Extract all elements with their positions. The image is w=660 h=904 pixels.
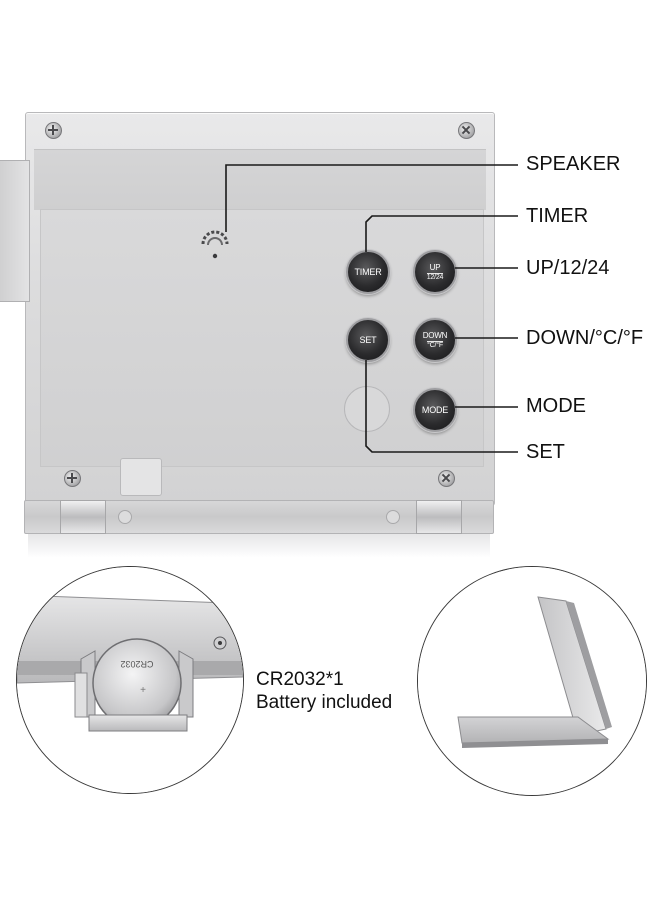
timer-button-label: TIMER [354,266,382,277]
down-button-sublabel: °C/°F [427,340,443,349]
svg-text:+: + [140,685,146,696]
down-button-label: DOWN [422,330,448,340]
folding-stand-illustration [418,567,646,795]
up-callout-label: UP/12/24 [526,257,610,279]
side-latch [0,160,30,302]
speaker-icon [201,230,229,259]
hinge-knuckle [416,500,462,534]
up-button[interactable]: UP 12/24 [413,250,457,294]
speaker-panel [34,149,486,210]
set-button-label: SET [359,334,377,345]
battery-included-text: Battery included [256,692,393,713]
svg-text:CR2032: CR2032 [120,659,153,669]
battery-caption: CR2032*1 Battery included [256,668,392,714]
screw-icon [64,470,81,487]
mode-callout-label: MODE [526,395,586,417]
hinge-rivet [386,510,400,524]
battery-closeup: CR2032 + [16,566,244,794]
up-button-sublabel: 12/24 [426,272,444,281]
battery-compartment-illustration: CR2032 + [17,567,243,793]
timer-button[interactable]: TIMER [346,250,390,294]
stand-foot [120,458,162,496]
callout-lines [225,164,518,453]
battery-type-text: CR2032*1 [256,669,344,690]
surface-reflection [28,534,490,558]
speaker-label: SPEAKER [526,153,621,175]
screw-icon [45,122,62,139]
screw-icon [458,122,475,139]
battery-door [344,386,390,432]
mode-button-label: MODE [421,404,449,415]
mode-button[interactable]: MODE [413,388,457,432]
down-button[interactable]: DOWN °C/°F [413,318,457,362]
set-button[interactable]: SET [346,318,390,362]
down-callout-label: DOWN/°C/°F [526,327,644,349]
hinge-rivet [118,510,132,524]
up-button-label: UP [429,262,441,272]
stand-closeup [417,566,647,796]
screw-icon [438,470,455,487]
set-callout-label: SET [526,441,565,463]
timer-callout-label: TIMER [526,205,589,227]
clock-back-panel [25,112,495,506]
hinge-knuckle [60,500,106,534]
